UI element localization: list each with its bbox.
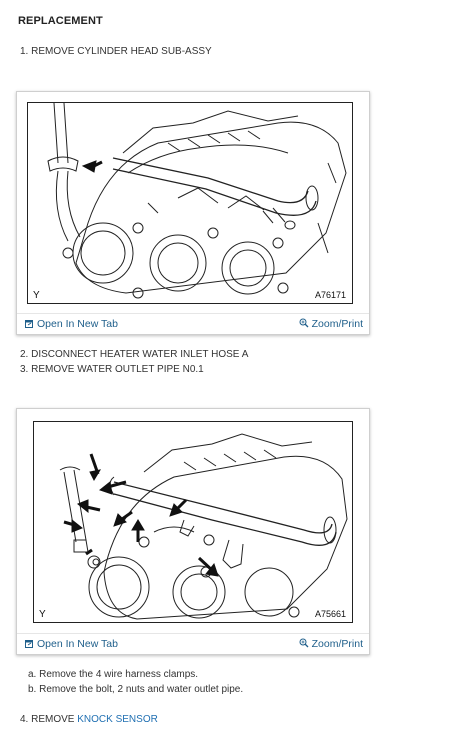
substep-b: b. Remove the bolt, 2 nuts and water out…: [28, 684, 244, 695]
open-in-new-tab-button[interactable]: Open In New Tab: [25, 318, 118, 331]
page-title: REPLACEMENT: [18, 15, 103, 27]
engine-illustration-2: [59, 433, 348, 620]
zoom-print-button[interactable]: Zoom/Print: [299, 318, 363, 331]
engine-illustration-1: [47, 103, 347, 299]
step-3: 3. REMOVE WATER OUTLET PIPE N0.1: [20, 364, 204, 375]
zoom-magnifier-icon: [299, 638, 309, 651]
zoom-print-button[interactable]: Zoom/Print: [299, 638, 363, 651]
open-in-new-tab-icon: [25, 639, 34, 651]
figure-corner-letter: Y: [33, 290, 40, 301]
step-2: 2. DISCONNECT HEATER WATER INLET HOSE A: [20, 349, 249, 360]
step-4: 4. REMOVE KNOCK SENSOR: [20, 714, 158, 725]
open-in-new-tab-icon: [25, 319, 34, 331]
open-in-new-tab-label: Open In New Tab: [37, 638, 118, 650]
open-in-new-tab-label: Open In New Tab: [37, 318, 118, 330]
figure-card-1: Y A76171 Open In New Tab Zoom/Print: [16, 91, 370, 335]
figure-card-2: Y A75661 Open In New Tab Zoom/Print: [16, 408, 370, 655]
substep-a: a. Remove the 4 wire harness clamps.: [28, 669, 199, 680]
step-1: 1. REMOVE CYLINDER HEAD SUB-ASSY: [20, 46, 212, 57]
figure-id: A75661: [314, 609, 346, 619]
open-in-new-tab-button[interactable]: Open In New Tab: [25, 638, 118, 651]
figure-image-2: Y A75661: [33, 421, 353, 623]
figure-id: A76171: [314, 290, 346, 300]
zoom-print-label: Zoom/Print: [311, 638, 363, 650]
figure-toolbar: Open In New Tab Zoom/Print: [17, 313, 369, 334]
knock-sensor-link[interactable]: KNOCK SENSOR: [77, 714, 158, 725]
zoom-print-label: Zoom/Print: [311, 318, 363, 330]
zoom-magnifier-icon: [299, 318, 309, 331]
step-4-text: 4. REMOVE: [20, 714, 78, 725]
figure-image-1: Y A76171: [27, 102, 353, 304]
figure-toolbar: Open In New Tab Zoom/Print: [17, 633, 369, 654]
figure-corner-letter: Y: [39, 609, 46, 620]
